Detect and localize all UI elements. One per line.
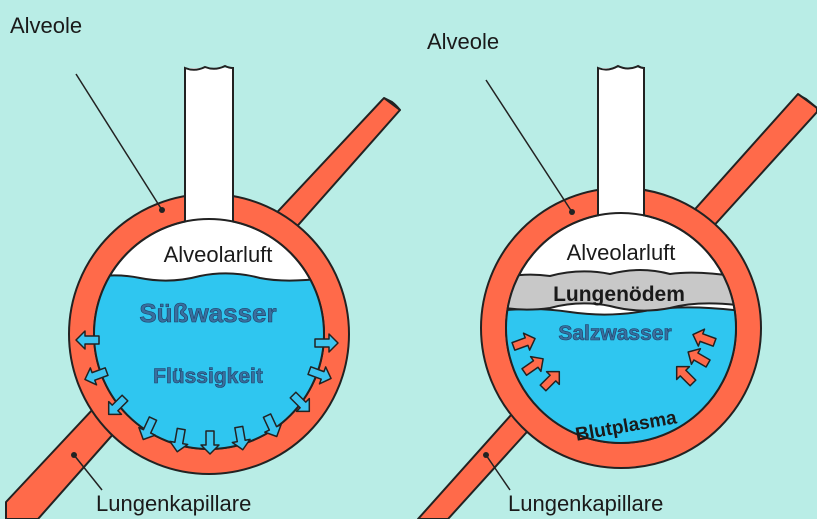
right-alveole-label: Alveole — [427, 29, 499, 54]
left-capillary-label: Lungenkapillare — [96, 491, 251, 516]
right-capillary-label: Lungenkapillare — [508, 491, 663, 516]
left-fluid-label: Flüssigkeit — [153, 365, 263, 388]
left-water-label: Süßwasser — [139, 298, 276, 328]
right-water-label: Salzwasser — [558, 322, 671, 345]
left-panel: Alveole Alveolarluft Süßwasser Flüssigke… — [6, 13, 400, 519]
right-air-label: Alveolarluft — [567, 240, 676, 265]
left-alveole-pointer — [76, 74, 162, 210]
left-alveole-label: Alveole — [10, 13, 82, 38]
left-air-label: Alveolarluft — [164, 242, 273, 267]
right-panel: Alveole Alveolarluft Lungenödem Salzwass… — [418, 29, 817, 519]
right-alveole-pointer — [486, 80, 572, 212]
right-edema-label: Lungenödem — [553, 283, 685, 306]
